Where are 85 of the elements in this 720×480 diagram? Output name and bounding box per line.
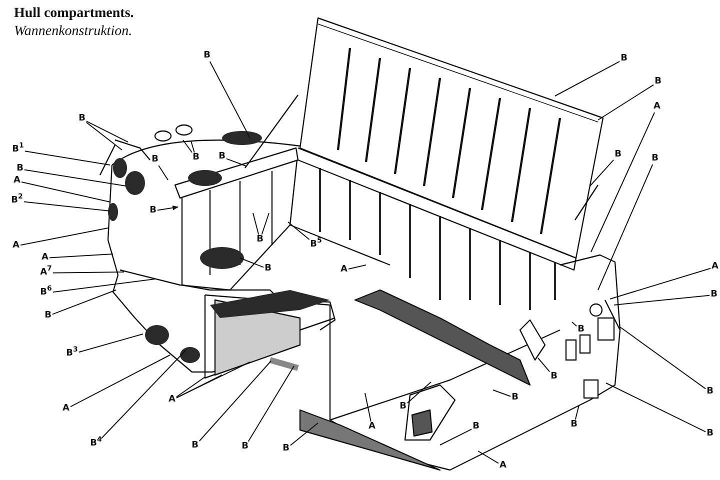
callout-letter: A — [42, 254, 48, 262]
leader-line — [190, 140, 195, 153]
callout-letter: A — [368, 422, 376, 432]
leader-line — [406, 382, 432, 404]
leader-line — [52, 278, 156, 293]
leader-line — [620, 326, 706, 390]
callout-letter: B — [570, 420, 578, 430]
callout-letter: B — [264, 264, 272, 274]
callout-letter: B — [44, 312, 52, 320]
callout-letter: B — [654, 78, 662, 86]
callout-letter: B — [578, 326, 584, 334]
callout-letter: A — [712, 262, 718, 272]
callout-letter: B — [192, 442, 198, 450]
leader-line — [364, 392, 372, 422]
callout-letter: B — [472, 422, 480, 432]
leader-line — [20, 228, 108, 246]
leader-line — [52, 272, 124, 274]
leader-line — [78, 334, 144, 353]
leader-line — [21, 182, 110, 202]
callout-letter: B — [242, 442, 248, 452]
callout-letter: B — [256, 236, 264, 244]
leader-line — [288, 222, 310, 240]
leader-line — [24, 169, 126, 186]
callout-letter: B — [620, 54, 628, 64]
leader-line — [86, 122, 122, 150]
leader-line — [24, 150, 110, 166]
leader-line — [49, 254, 114, 258]
leader-line — [70, 354, 170, 408]
callout-letter: A — [14, 176, 20, 186]
leader-arrow — [156, 205, 179, 211]
leader-line — [86, 120, 128, 142]
leader-line — [261, 212, 270, 235]
callout-letter: B — [512, 394, 518, 402]
callout-letter: B — [706, 430, 714, 438]
leader-line — [248, 366, 294, 442]
callout-letter: A — [654, 102, 660, 112]
leader-line — [590, 159, 614, 186]
callout-letter: B — [150, 206, 156, 216]
leader-line — [614, 294, 710, 306]
callout-letter: B — [204, 52, 210, 60]
leader-line — [100, 350, 186, 439]
callout-letter: B — [652, 154, 658, 164]
callout-letter: B — [400, 402, 406, 412]
callout-letter: B — [710, 290, 718, 300]
leader-line — [348, 264, 366, 270]
caption: Wannenkonstruktion. — [14, 24, 132, 40]
callout-letter: B — [550, 372, 558, 382]
callout-letter: B — [78, 114, 86, 124]
callout-letter: B — [218, 152, 226, 162]
leader-line — [209, 61, 250, 138]
leader-line — [252, 212, 260, 235]
leader-line — [176, 376, 206, 398]
leader-line — [574, 404, 580, 420]
callout-letter: B — [152, 156, 158, 164]
leader-line — [52, 290, 116, 315]
leader-line — [226, 158, 246, 166]
leader-line — [492, 390, 512, 397]
leader-line — [610, 268, 711, 300]
leader-line — [590, 112, 655, 252]
leader-line — [176, 362, 250, 398]
leader-line — [554, 60, 620, 96]
callout-letter: B — [614, 150, 622, 160]
leader-line — [23, 201, 110, 212]
title: Hull compartments. — [14, 6, 134, 22]
callout-letter: A — [12, 242, 20, 250]
leader-line — [198, 360, 272, 442]
leader-line — [538, 358, 550, 372]
leader-line — [290, 422, 318, 446]
callout-letter: B — [16, 164, 24, 174]
leader-line — [158, 165, 168, 180]
callout-letter: A — [500, 462, 506, 470]
callout-letter: A — [62, 404, 70, 414]
leader-line — [598, 84, 654, 120]
leader-line — [182, 140, 192, 153]
leader-line — [572, 322, 578, 327]
leader-line — [598, 164, 654, 290]
leader-line — [606, 382, 706, 432]
callout-letter: B — [282, 444, 290, 454]
callout-letter: B — [706, 388, 714, 396]
leader-line — [440, 428, 472, 446]
callout-letter: A — [340, 266, 348, 274]
leader-line — [240, 258, 264, 268]
callout-letter: B — [192, 154, 200, 162]
leader-line — [478, 450, 499, 464]
callout-letter: A — [168, 396, 176, 404]
